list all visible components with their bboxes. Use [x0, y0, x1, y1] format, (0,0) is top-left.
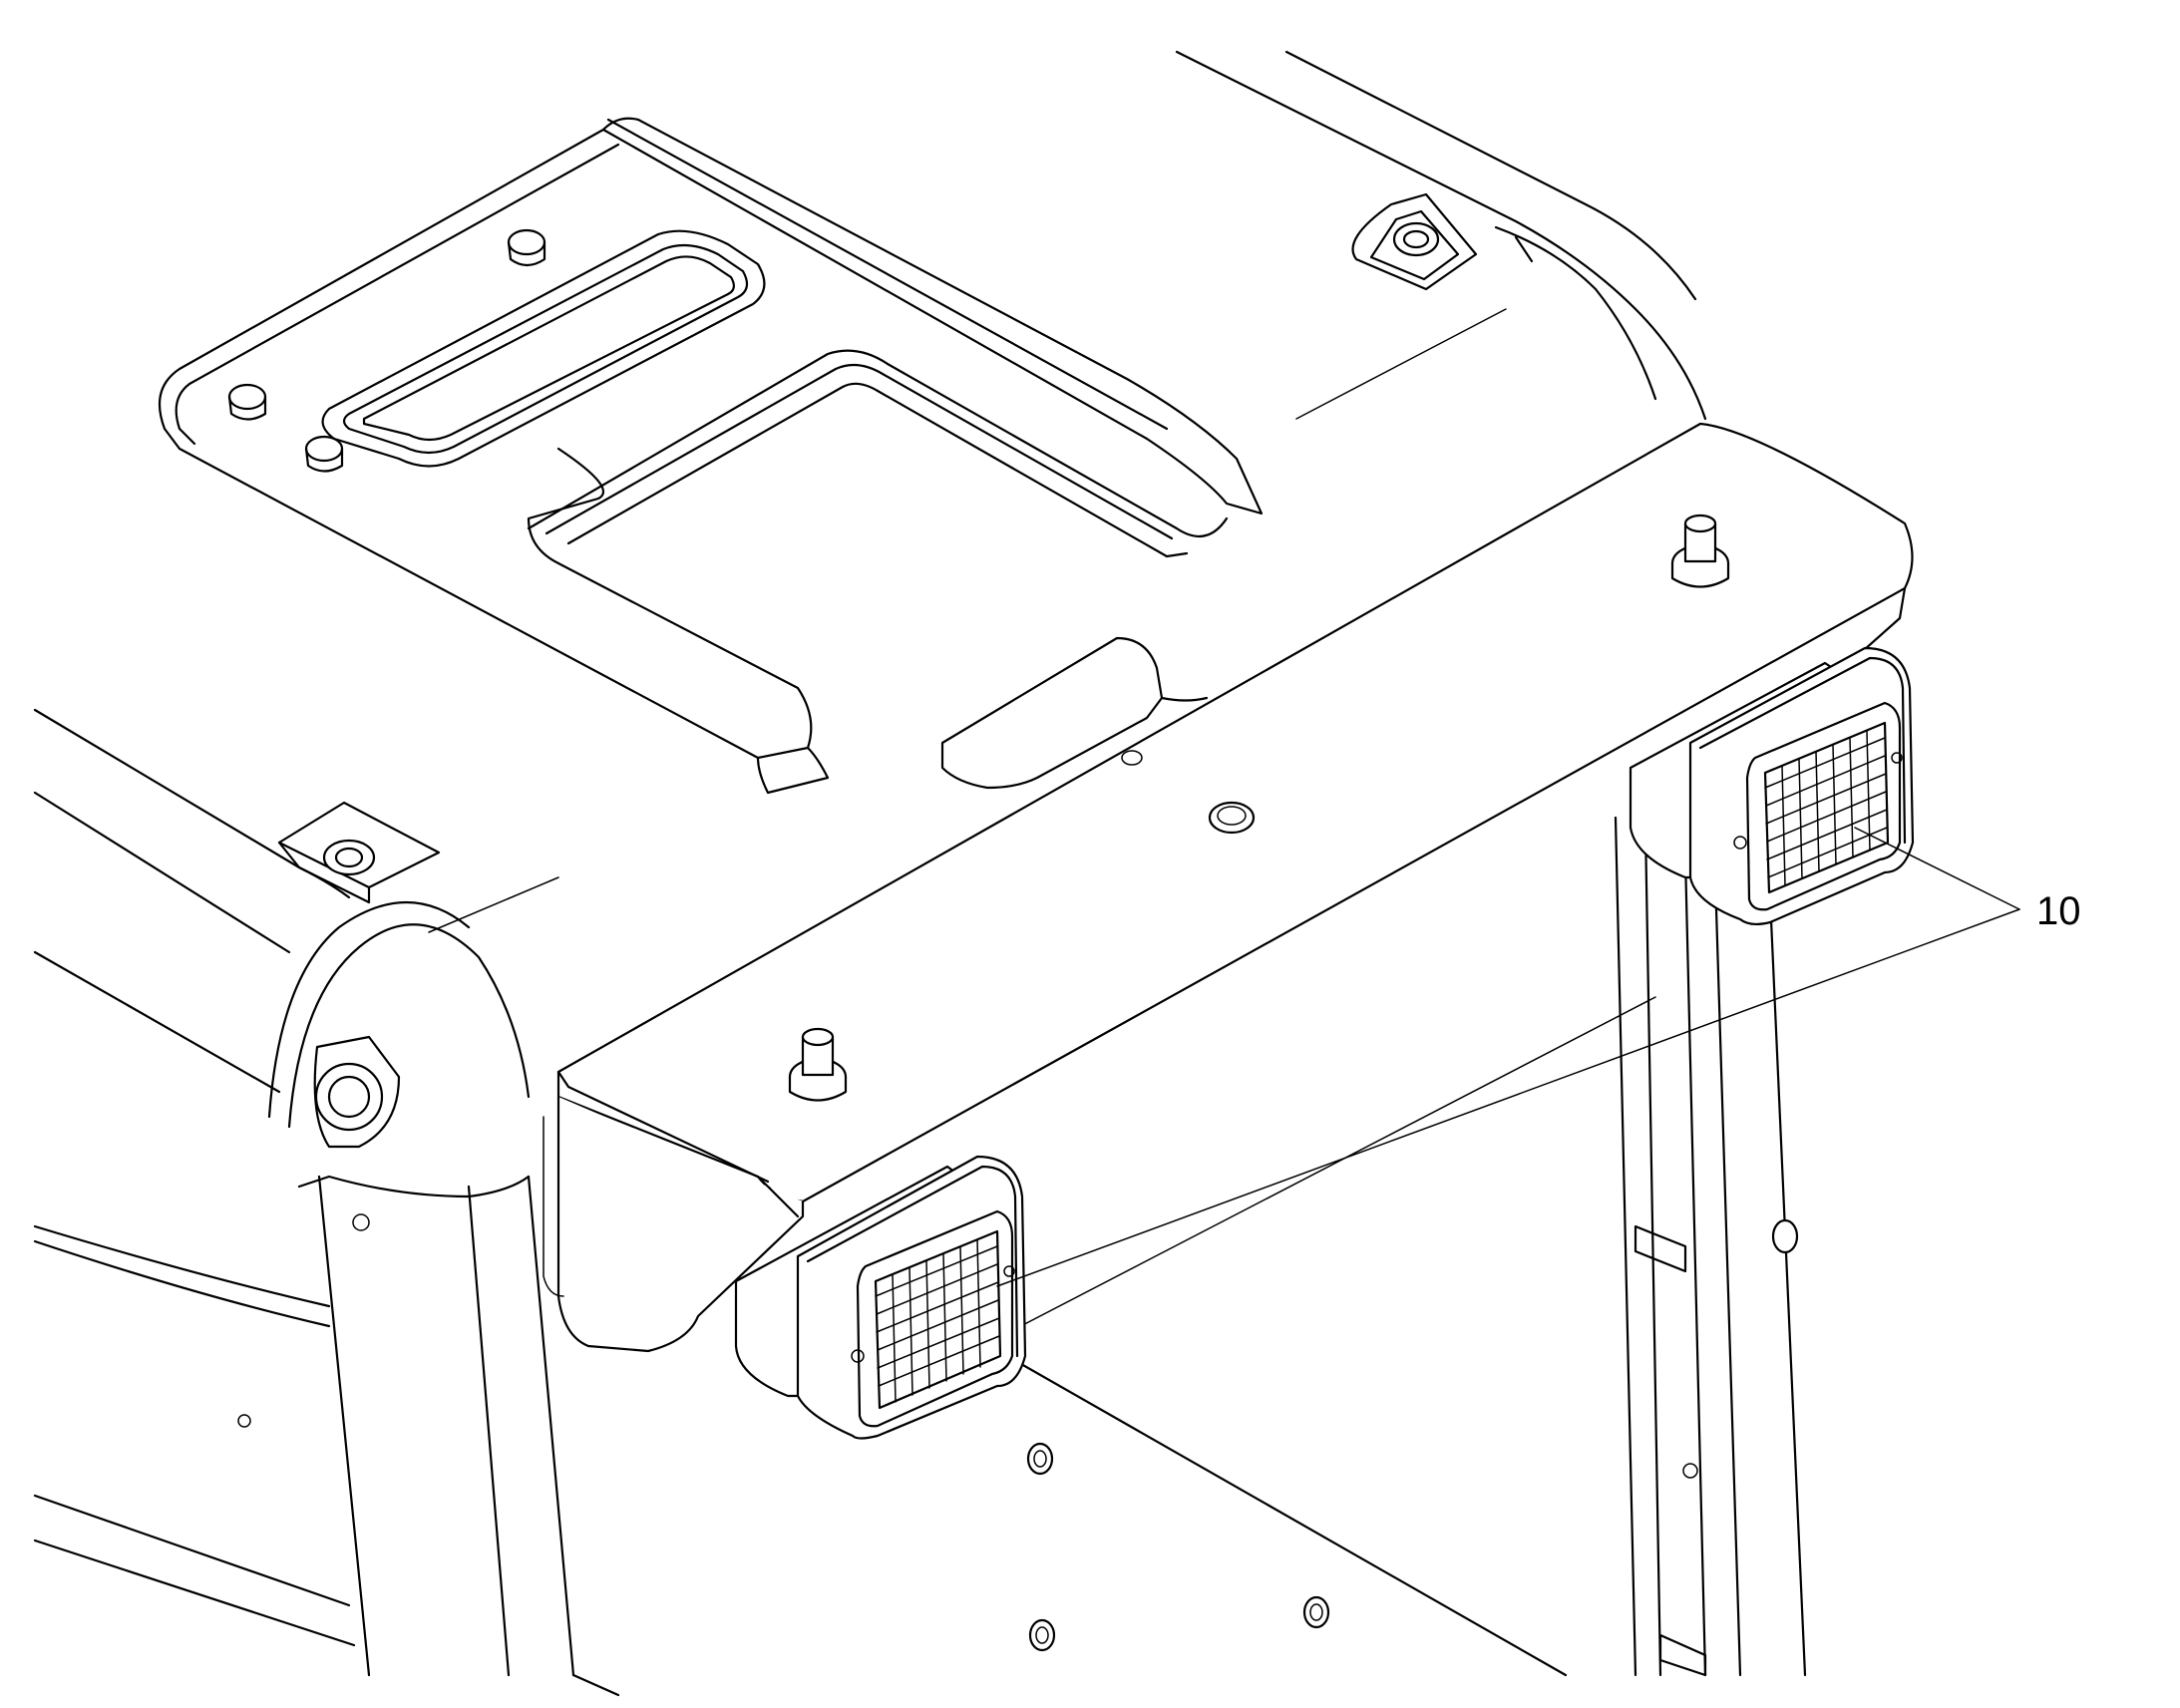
callout-10: 10 [996, 827, 2081, 1287]
front-work-light [734, 1155, 1027, 1440]
rear-roof-mount [1351, 192, 1478, 291]
rear-work-light [1629, 646, 1915, 926]
wall-bolts [1026, 1442, 1330, 1652]
cab-roof [33, 50, 1707, 1677]
callout-leader-rear [1854, 827, 2020, 910]
roof-hatch [158, 117, 1264, 795]
light-mounting-bar [543, 422, 1914, 1353]
rear-pillar [571, 816, 1807, 1697]
front-roof-mount [277, 801, 441, 904]
callout-leader-front [996, 908, 2020, 1287]
callout-label-10: 10 [2036, 889, 2081, 933]
